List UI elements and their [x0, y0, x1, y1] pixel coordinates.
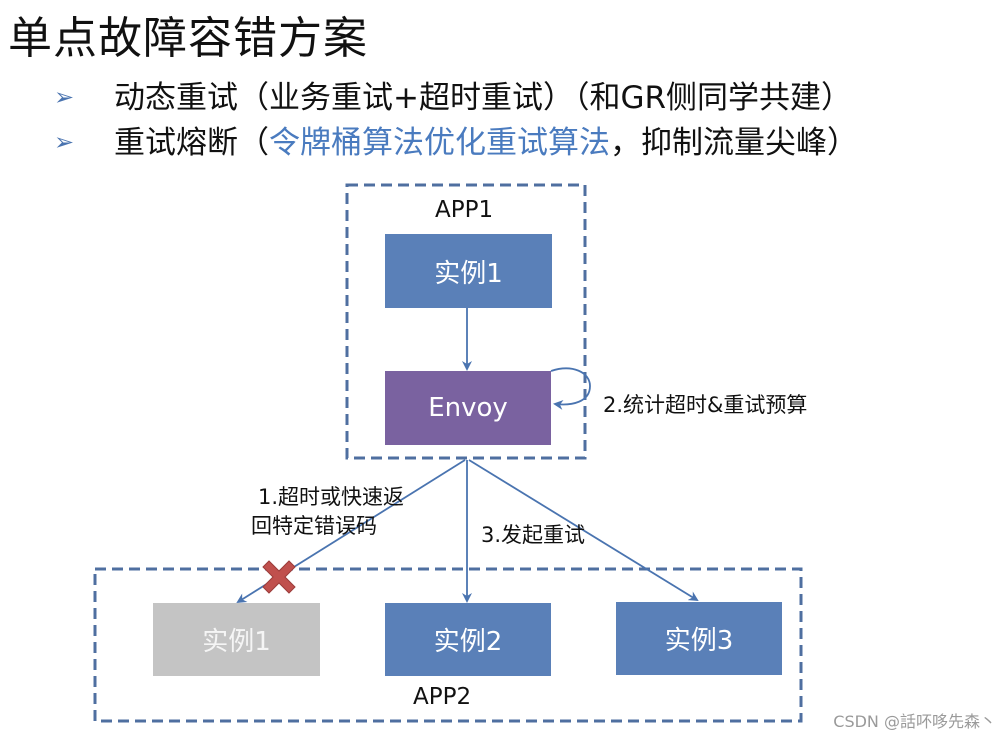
failure-note-line1: 1.超时或快速返: [258, 485, 405, 509]
watermark: CSDN @話吥哆先森丶: [833, 712, 996, 731]
bullet-dynamic-retry: ➢动态重试（业务重试+超时重试）（和GR侧同学共建）: [54, 80, 853, 116]
highlight-token-bucket: 令牌桶算法优化重试算法: [269, 125, 610, 161]
page-title: 单点故障容错方案: [8, 13, 368, 64]
app2-instance-3: 实例3: [616, 602, 782, 675]
arrow-envoy-self-loop: [550, 367, 591, 410]
failure-cross-icon: [262, 560, 296, 594]
app1-instance-box: 实例1: [385, 234, 552, 308]
self-loop-note: 2.统计超时&重试预算: [603, 393, 808, 417]
app1-label: APP1: [435, 197, 494, 223]
failure-note-line2: 回特定错误码: [251, 514, 377, 538]
bullet-arrow-icon: ➢: [54, 128, 75, 156]
app1-container: [345, 183, 587, 460]
bullet-arrow-icon: ➢: [54, 83, 75, 111]
app2-instance-failed: 实例1: [153, 603, 320, 676]
app2-container: [93, 567, 803, 723]
bullet-retry-circuit-break: ➢重试熔断（令牌桶算法优化重试算法，抑制流量尖峰）: [54, 125, 858, 161]
envoy-box: Envoy: [385, 371, 551, 445]
retry-note: 3.发起重试: [481, 523, 586, 547]
app2-instance-2: 实例2: [385, 603, 551, 676]
app2-label: APP2: [413, 684, 472, 710]
arrow-envoy-to-instance3: [468, 459, 699, 602]
